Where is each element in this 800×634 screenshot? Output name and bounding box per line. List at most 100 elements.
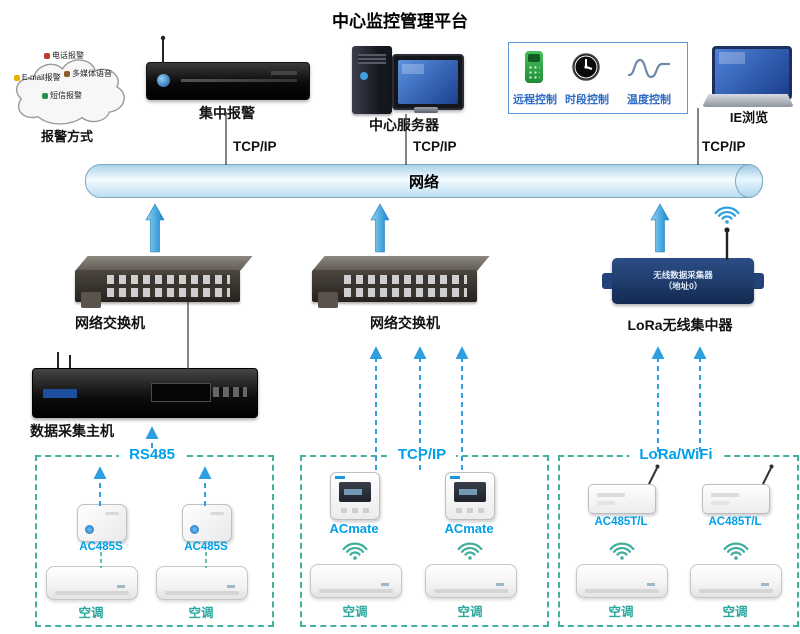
thermostat-buttons <box>341 508 369 513</box>
control-label: 远程控制 <box>513 94 557 106</box>
page-title: 中心监控管理平台 <box>332 12 468 31</box>
protocol-label-lora: LoRa/WiFi <box>629 446 723 463</box>
thermostat-screen <box>339 482 371 502</box>
alarm-item-label: E-mail报警 <box>22 73 61 82</box>
ac485s-device <box>77 504 127 542</box>
network-bus: 网络 <box>85 164 763 198</box>
air-conditioner <box>690 564 782 598</box>
ac-label: 空调 <box>188 606 214 620</box>
control-panel: 远程控制 时段控制 温度控制 <box>508 42 688 114</box>
laptop-screen <box>712 46 792 100</box>
device-label: ACmate <box>444 521 494 536</box>
device-logo-icon <box>335 476 345 479</box>
network-switch-mid <box>312 256 490 308</box>
data-host-label: 数据采集主机 <box>30 423 114 439</box>
clock-icon <box>572 53 600 81</box>
mount-flange <box>602 273 612 289</box>
lora-device: 无线数据采集器 （地址0） <box>602 258 764 304</box>
ac-label: 空调 <box>342 605 368 619</box>
air-conditioner <box>576 564 668 598</box>
alarm-methods-cloud: 电话报警 多媒体语音 E-mail报警 短信报警 <box>6 38 134 128</box>
cloud-shape <box>16 59 125 125</box>
switch-top-face <box>75 256 253 271</box>
network-label: 网络 <box>408 173 439 191</box>
switch-front-ports <box>312 270 477 308</box>
pipe-end-cap <box>735 164 763 198</box>
switch-brand-plate <box>81 292 101 308</box>
server-tower <box>352 46 392 114</box>
ac485tl-device <box>588 484 656 514</box>
air-conditioner <box>156 566 248 600</box>
thermostat-buttons <box>456 508 484 513</box>
tcpip-label: TCP/IP <box>702 139 746 154</box>
ac485tl-device <box>702 484 770 514</box>
device-label: AC485T/L <box>594 516 648 528</box>
server-monitor <box>392 54 464 110</box>
alarm-item-label: 多媒体语音 <box>72 69 112 78</box>
host-display <box>151 383 211 402</box>
acmate-device <box>330 472 380 520</box>
lora-device-text: 无线数据采集器 （地址0） <box>612 258 754 304</box>
up-arrow-icon <box>145 203 670 253</box>
alarm-methods-label: 报警方式 <box>40 129 93 144</box>
alarm-item: E-mail报警 <box>14 72 61 83</box>
air-conditioner <box>310 564 402 598</box>
thermostat-screen <box>454 482 486 502</box>
ie-browse-label: IE浏览 <box>729 110 769 125</box>
switch-brand-plate <box>318 292 338 308</box>
lora-antenna-icon <box>724 227 730 260</box>
switch-front-ports <box>75 270 240 308</box>
air-conditioner <box>425 564 517 598</box>
device-label: AC485S <box>184 541 228 553</box>
lora-label: LoRa无线集中器 <box>627 317 733 333</box>
wave-icon <box>627 58 671 79</box>
control-label: 时段控制 <box>565 94 609 106</box>
monitor-stand <box>414 107 438 113</box>
email-icon <box>14 74 20 81</box>
alarm-antenna-icon <box>160 35 166 63</box>
wifi-icon <box>714 206 740 225</box>
alarm-item: 多媒体语音 <box>64 68 112 79</box>
alarm-item: 电话报警 <box>44 50 84 61</box>
control-label: 温度控制 <box>627 94 671 106</box>
ac-label: 空调 <box>722 605 748 619</box>
data-host-device <box>32 368 258 418</box>
laptop-base <box>702 94 794 107</box>
mount-flange <box>754 273 764 289</box>
protocol-label-rs485: RS485 <box>119 446 185 463</box>
device-label: ACmate <box>329 521 379 536</box>
network-switch-left <box>75 256 253 308</box>
acmate-device <box>445 472 495 520</box>
ac-label: 空调 <box>78 606 104 620</box>
phone-icon <box>44 52 50 59</box>
host-ports <box>213 387 247 397</box>
device-label: AC485T/L <box>708 516 762 528</box>
host-logo-plate <box>43 389 77 398</box>
protocol-label-tcpip: TCP/IP <box>387 446 457 463</box>
alarm-item-label: 短信报警 <box>50 91 82 100</box>
ac-label: 空调 <box>608 605 634 619</box>
ac-label: 空调 <box>457 605 483 619</box>
ac485s-device <box>182 504 232 542</box>
sms-icon <box>42 92 48 99</box>
remote-icon <box>525 51 543 83</box>
lora-device-text-line1: 无线数据采集器 <box>653 269 713 280</box>
monitor-screen <box>398 60 458 104</box>
switch-left-label: 网络交换机 <box>75 315 145 331</box>
host-antenna-icon <box>57 352 71 368</box>
central-alarm-label: 集中报警 <box>199 105 255 121</box>
device-label: AC485S <box>79 541 123 553</box>
tcpip-label: TCP/IP <box>233 139 277 154</box>
alarm-item-label: 电话报警 <box>52 51 84 60</box>
device-logo-icon <box>450 476 460 479</box>
speaker-icon <box>64 70 70 77</box>
alarm-item: 短信报警 <box>42 90 82 101</box>
central-server-label: 中心服务器 <box>369 117 439 133</box>
device-logo-icon <box>157 74 170 87</box>
central-alarm-device <box>146 62 310 100</box>
switch-top-face <box>312 256 490 271</box>
air-conditioner <box>46 566 138 600</box>
lora-device-text-line2: （地址0） <box>663 281 703 291</box>
switch-mid-label: 网络交换机 <box>370 315 440 331</box>
